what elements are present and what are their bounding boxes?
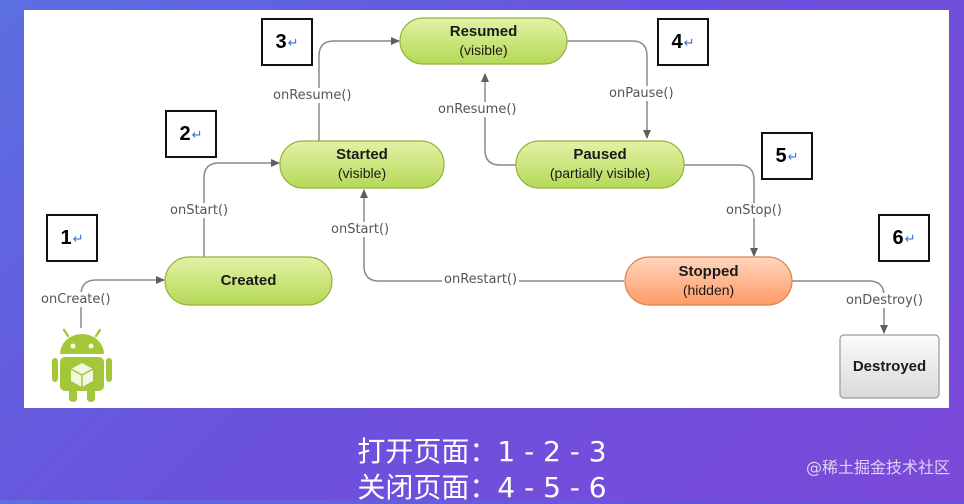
step-number-4: 4 [671,30,683,53]
return-mark-icon: ↵ [72,231,84,246]
step-number-1: 1 [60,226,72,249]
lifecycle-diagram [52,17,940,402]
step-box-6: 6↵ [878,214,930,262]
step-number-3: 3 [275,30,287,53]
edge-on-resume-1 [318,37,400,141]
edge-label-on-destroy: onDestroy() [844,293,925,308]
return-mark-icon: ↵ [191,127,203,142]
watermark: @稀土掘金技术社区 [805,458,950,477]
edge-on-resume-2 [481,73,516,166]
edge-label-on-restart: onRestart() [442,272,520,287]
step-box-2: 2↵ [165,110,217,158]
edge-on-stop [684,164,758,257]
edge-on-pause [567,40,651,139]
step-number-6: 6 [892,226,904,249]
step-box-3: 3↵ [261,18,313,66]
return-mark-icon: ↵ [287,35,299,50]
return-mark-icon: ↵ [787,149,799,164]
edge-on-start-1 [203,159,280,257]
edge-label-on-start-1: onStart() [168,203,231,218]
android-robot-icon [52,328,112,402]
node-created [164,256,333,306]
node-destroyed [839,334,940,399]
lifecycle-panel: Resumed (visible) Started (visible) Paus… [24,10,949,408]
return-mark-icon: ↵ [904,231,916,246]
step-box-4: 4↵ [657,18,709,66]
caption-open-page: 打开页面：1 - 2 - 3 [357,435,607,468]
step-number-5: 5 [775,144,787,167]
edge-on-restart [360,189,624,282]
step-box-1: 1↵ [46,214,98,262]
edge-label-on-pause: onPause() [607,86,676,101]
edge-label-on-create: onCreate() [39,292,113,307]
edge-label-on-stop: onStop() [724,203,784,218]
node-resumed [399,17,568,65]
node-paused [515,140,685,189]
edge-label-on-resume-1: onResume() [271,88,354,103]
step-box-5: 5↵ [761,132,813,180]
edge-label-on-resume-2: onResume() [436,102,519,117]
node-started [279,140,445,189]
step-number-2: 2 [179,122,191,145]
return-mark-icon: ↵ [683,35,695,50]
caption-close-page: 关闭页面：4 - 5 - 6 [357,471,607,504]
node-stopped [624,256,793,306]
edge-label-on-start-2: onStart() [329,222,392,237]
